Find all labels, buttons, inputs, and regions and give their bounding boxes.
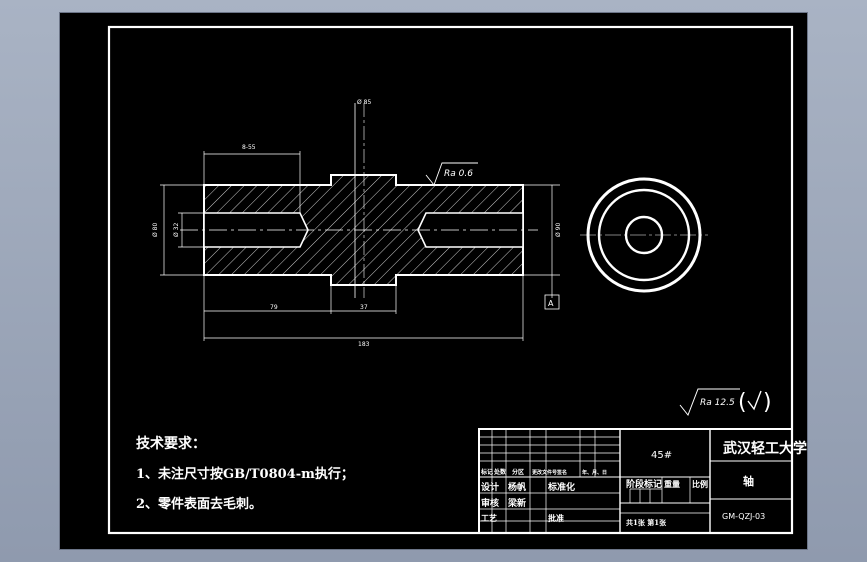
- tb-review-val: 梁新: [507, 497, 526, 509]
- note-item-1: 1、未注尺寸按GB/T0804-m执行；: [136, 466, 354, 482]
- shaft-end-view: [580, 177, 708, 293]
- drawing-sheet: Ø 85 8-55 Ra 0.6 Ø 80 Ø 32 Ø 90 A: [60, 13, 807, 549]
- tb-change-doc: 更改文件号签名: [532, 469, 567, 476]
- dim-left-diameter: Ø 80: [152, 223, 159, 237]
- svg-text:): ): [763, 390, 772, 415]
- tb-part-name: 轴: [743, 474, 754, 488]
- dim-len-mid: 37: [360, 304, 368, 311]
- dim-right-diameter: Ø 90: [555, 223, 562, 237]
- tb-zone: 分区: [512, 468, 524, 476]
- svg-text:(: (: [738, 390, 747, 415]
- title-block: [478, 428, 793, 534]
- datum-marker: [544, 294, 560, 310]
- tb-material: 45#: [651, 450, 672, 461]
- dim-left-inner: Ø 32: [173, 223, 180, 237]
- note-item-2: 2、零件表面去毛刺。: [136, 496, 262, 512]
- dim-len-total: 183: [358, 341, 370, 348]
- outer-frame: [107, 25, 794, 535]
- tb-standard: 标准化: [547, 481, 575, 493]
- tb-review: 审核: [481, 497, 499, 509]
- tb-mark: 标记: [480, 468, 493, 476]
- tb-drawing-no: GM-QZJ-03: [722, 512, 765, 521]
- dim-hole-depth: 8-55: [242, 144, 256, 151]
- tb-approve: 批准: [548, 513, 564, 523]
- tb-design: 设计: [481, 481, 499, 493]
- tb-date: 年、月、日: [582, 469, 607, 476]
- notes-title: 技术要求：: [136, 435, 206, 452]
- tb-sheets: 共1张 第1张: [626, 518, 667, 527]
- ra-main: Ra 0.6: [444, 169, 473, 179]
- tb-school: 武汉轻工大学: [723, 440, 807, 457]
- tb-count: 处数: [493, 468, 507, 476]
- technical-notes: 技术要求： 1、未注尺寸按GB/T0804-m执行； 2、零件表面去毛刺。: [136, 435, 354, 512]
- svg-text:A: A: [548, 299, 554, 308]
- tb-design-val: 杨帆: [508, 481, 526, 493]
- dim-len-left: 79: [270, 304, 278, 311]
- tb-stage-mark: 阶段标记: [626, 478, 662, 490]
- tb-process: 工艺: [481, 513, 497, 523]
- ra-general: Ra 12.5: [700, 398, 735, 408]
- shaft-section-view: Ø 85 8-55 Ra 0.6 Ø 80 Ø 32 Ø 90 A: [152, 99, 562, 348]
- cad-drawing: Ø 85 8-55 Ra 0.6 Ø 80 Ø 32 Ø 90 A: [107, 25, 807, 535]
- dim-top-diameter: Ø 85: [357, 99, 371, 106]
- tb-weight: 重量: [664, 479, 680, 489]
- title-block-text: 45# 武汉轻工大学 轴 GM-QZJ-03 标记 处数 分区 更改文件号签名 …: [480, 440, 807, 527]
- tb-scale: 比例: [692, 479, 708, 489]
- surface-finish-symbol: [425, 162, 478, 186]
- general-surface-finish: Ra 12.5 ( ): [679, 388, 772, 416]
